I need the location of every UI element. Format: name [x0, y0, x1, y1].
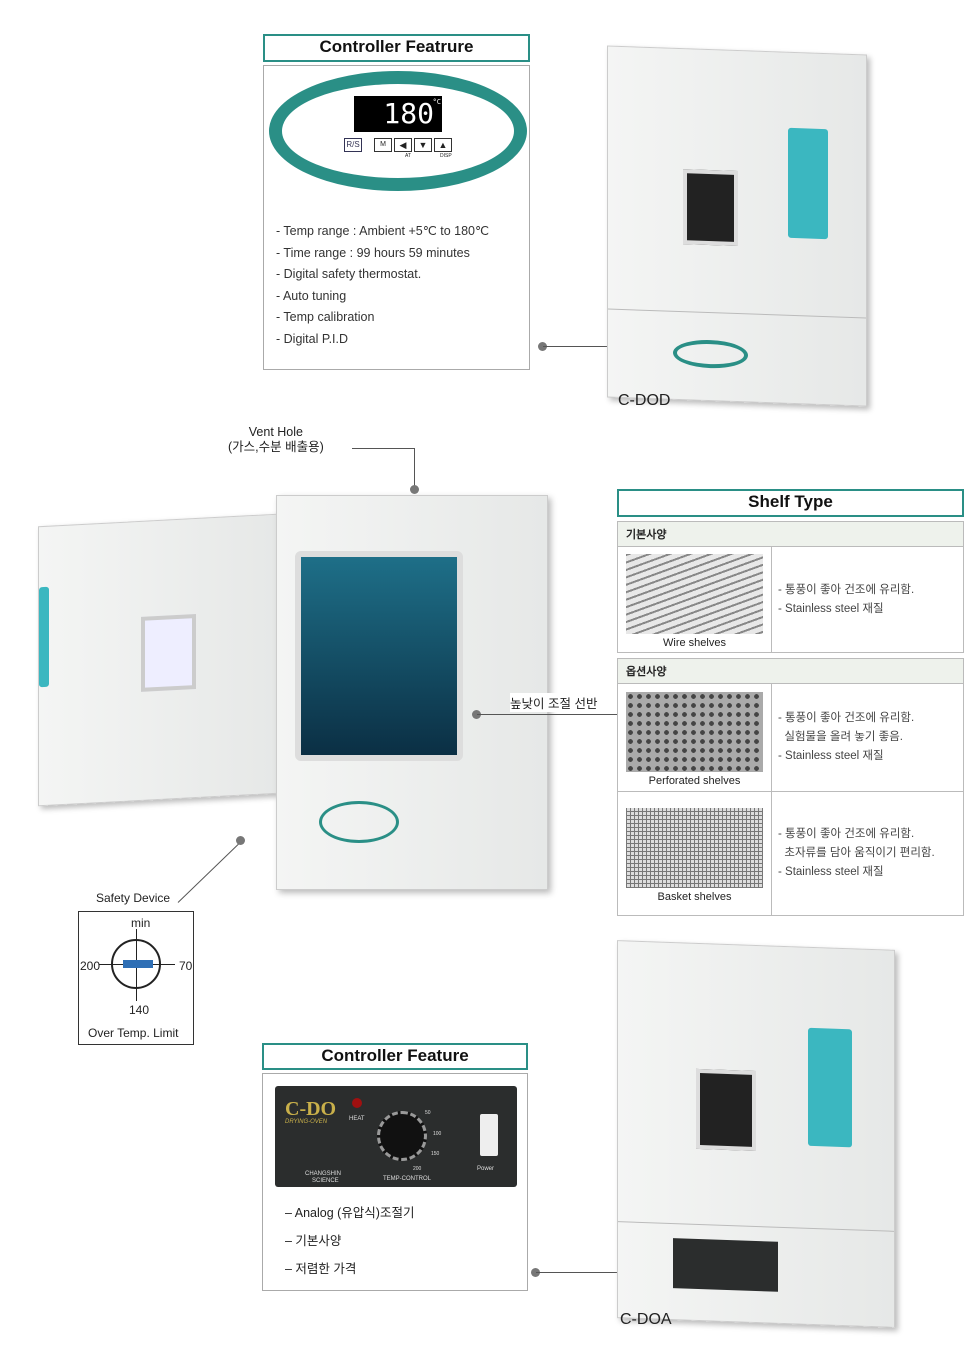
shelf-desc: - Stainless steel 재질: [778, 602, 884, 615]
feature-item: – 기본사양: [285, 1234, 342, 1248]
section-header: 기본사양: [617, 521, 964, 547]
power-switch: [480, 1114, 498, 1156]
shelf-desc: - 통풍이 좋아 건조에 유리함.: [778, 583, 915, 596]
shelf-desc: 실험물을 올려 놓기 좋음.: [778, 731, 903, 743]
vent-hole-label: Vent Hole (가스,수분 배출용): [228, 425, 324, 455]
shelf-desc: 초자류를 담아 움직이기 편리함.: [778, 847, 935, 859]
door-window: [141, 614, 196, 692]
model-label-top: C-DOD: [618, 392, 671, 409]
leader-line: [177, 839, 244, 903]
shelf-desc: - Stainless steel 재질: [778, 750, 884, 762]
display-value: 180: [383, 97, 434, 130]
display-unit: °C: [432, 98, 441, 106]
shelf-row: Wire shelves - 통풍이 좋아 건조에 유리함. - Stainles…: [617, 546, 964, 653]
dial-200: 200: [80, 959, 101, 973]
feature-item: - Digital P.I.D: [276, 331, 349, 346]
vent-hole-sub: (가스,수분 배출용): [228, 440, 324, 454]
shelf-name: Perforated shelves: [648, 775, 741, 787]
section-header: 옵션사양: [617, 658, 964, 684]
bottom-controller-panel: C-DO DRYING-OVEN HEAT 50 100 150 200 TEM…: [262, 1073, 528, 1291]
shelf-type-table: 기본사양 Wire shelves - 통풍이 좋아 건조에 유리함. - Sta…: [617, 521, 964, 916]
shelf-desc: - Stainless steel 재질: [778, 866, 884, 878]
viewing-window: [696, 1068, 756, 1151]
shelf-row: Perforated shelves - 통풍이 좋아 건조에 유리함. 실험물…: [617, 683, 964, 792]
dial-pointer: [123, 960, 153, 968]
heat-label: HEAT: [349, 1116, 365, 1122]
shelf-name: Wire shelves: [663, 637, 726, 649]
maker-logo: CHANGSHIN: [305, 1171, 342, 1177]
leader-line: [352, 448, 414, 449]
dial-70: 70: [179, 959, 193, 973]
door-handle: [808, 1027, 852, 1148]
feature-item: - Temp calibration: [276, 310, 375, 324]
temp-display: 180 °C: [354, 96, 442, 132]
temp-control-label: TEMP-CONTROL: [383, 1176, 431, 1182]
viewing-window: [683, 169, 738, 247]
shelf-desc: - 통풍이 좋아 건조에 유리함.: [778, 828, 915, 840]
oven-c-dod-image: [607, 45, 867, 407]
dial-mark: 150: [431, 1151, 440, 1157]
disp-label: DISP: [440, 153, 452, 159]
left-button: ◀: [394, 138, 412, 152]
shelf-desc: - 통풍이 좋아 건조에 유리함.: [778, 712, 915, 724]
shelf-name: Basket shelves: [657, 891, 732, 903]
leader-dot: [236, 836, 245, 845]
feature-item: – Analog (유압식)조절기: [285, 1206, 415, 1220]
top-controller-title: Controller Featrure: [263, 34, 530, 62]
dial-min: min: [131, 916, 151, 930]
dial-mark: 50: [425, 1110, 431, 1116]
dial-140: 140: [129, 1003, 150, 1017]
leader-dot: [472, 710, 481, 719]
leader-line: [414, 448, 415, 488]
perforated-shelf-image: [626, 692, 763, 772]
rs-button: R/S: [344, 138, 362, 152]
model-label-bottom: C-DOA: [620, 1311, 672, 1328]
down-button: ▼: [414, 138, 432, 152]
brand-logo: C-DO: [285, 1098, 337, 1120]
basket-shelf-image: [626, 808, 763, 888]
mini-controller: [319, 801, 399, 843]
safety-device-title: Safety Device: [96, 891, 171, 905]
shelf-type-title: Shelf Type: [617, 489, 964, 517]
feature-item: - Time range : 99 hours 59 minutes: [276, 245, 470, 260]
leader-dot: [410, 485, 419, 494]
heat-lamp: [352, 1098, 362, 1108]
bottom-controller-title: Controller Feature: [262, 1043, 528, 1070]
top-feature-list: - Temp range : Ambient +5℃ to 180℃ - Tim…: [276, 221, 489, 350]
leader-dot: [538, 342, 547, 351]
feature-item: – 저렴한 가격: [285, 1262, 357, 1276]
analog-panel: C-DO DRYING-OVEN HEAT 50 100 150 200 TEM…: [275, 1086, 517, 1187]
open-door-image: [38, 513, 278, 807]
feature-item: - Digital safety thermostat.: [276, 267, 422, 281]
brand-sub: DRYING-OVEN: [285, 1119, 328, 1125]
feature-item: - Temp range : Ambient +5℃ to 180℃: [276, 224, 490, 238]
leader-line: [477, 714, 617, 715]
oven-open-image: [276, 495, 548, 890]
m-button: M: [374, 138, 392, 152]
dial-mark: 200: [413, 1166, 422, 1172]
analog-mini-panel: [673, 1238, 778, 1292]
oven-c-doa-image: [617, 940, 895, 1328]
power-label: Power: [477, 1166, 495, 1172]
door-handle: [39, 586, 49, 688]
top-controller-panel: 180 °C R/S M ◀ ▼ ▲ AT DISP - Temp range …: [263, 65, 530, 370]
shelf-adjust-label: 높낮이 조절 선반: [510, 693, 598, 712]
vent-hole-title: Vent Hole: [248, 425, 303, 439]
over-temp-caption: Over Temp. Limit: [88, 1026, 179, 1040]
leader-line: [536, 1272, 676, 1273]
feature-item: - Auto tuning: [276, 288, 347, 303]
temp-knob: [377, 1111, 427, 1161]
safety-device-box: min 200 70 140 Over Temp. Limit: [78, 911, 194, 1045]
door-handle: [788, 127, 828, 240]
oven-chamber: [295, 551, 463, 761]
up-button: ▲: [434, 138, 452, 152]
shelf-row: Basket shelves - 통풍이 좋아 건조에 유리함. 초자류를 담아…: [617, 791, 964, 916]
at-label: AT: [405, 153, 412, 159]
mini-controller: [673, 338, 748, 370]
leader-dot: [531, 1268, 540, 1277]
wire-shelf-image: [626, 554, 763, 634]
dial-mark: 100: [433, 1131, 442, 1137]
maker-logo-sub: SCIENCE: [312, 1178, 339, 1184]
